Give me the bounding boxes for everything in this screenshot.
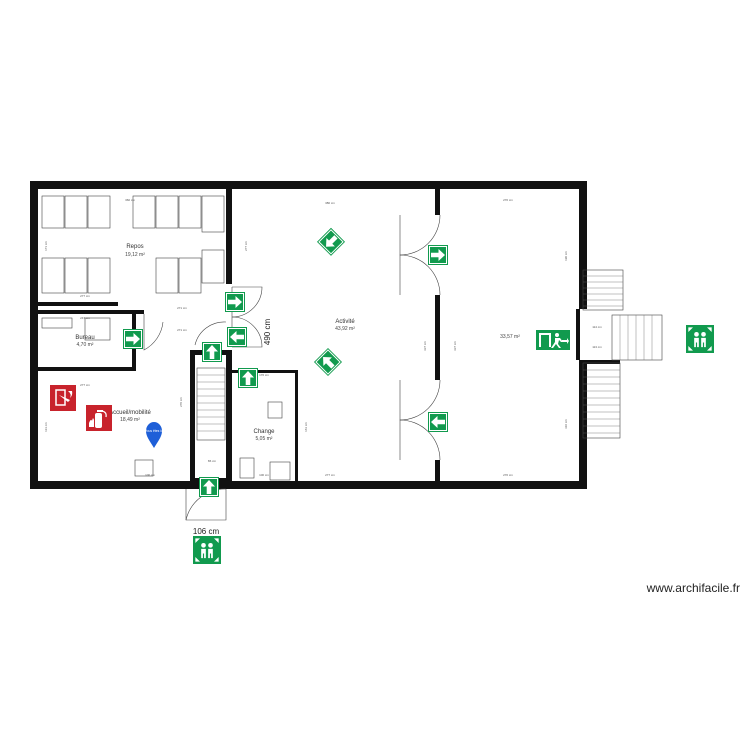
interior-stair — [196, 367, 226, 441]
dim-activite-right: 337 cm — [423, 341, 427, 351]
dim-ext-top: 114 cm — [592, 325, 602, 329]
dim-activite-left: 277 cm — [244, 241, 248, 251]
furniture — [41, 195, 291, 481]
room-area-bureau: 4,70 m² — [77, 342, 94, 348]
bureau-desk — [41, 317, 73, 329]
dim-accueil-top: 277 cm — [80, 383, 90, 387]
dim-repos-left: 171 cm — [44, 241, 48, 251]
dim-change-top: 176 cm — [259, 373, 269, 377]
emergency-exit-arrow-icon — [199, 477, 219, 497]
emergency-exit-person-icon — [536, 330, 570, 350]
fire-extinguisher-icon — [86, 405, 112, 431]
dim-repos-top: 360 cm — [125, 198, 135, 202]
dim-change-bottom: 100 cm — [259, 473, 269, 477]
dim-bureau-top: 247 cm — [80, 316, 90, 320]
dim-right-bottom: 270 cm — [503, 473, 513, 477]
dim-accueil-bottom-b: 100 cm — [145, 473, 155, 477]
credit-text: www.archifacile.fr — [646, 581, 740, 595]
room-area-accueil: 18,49 m² — [120, 417, 140, 423]
emergency-exit-arrow-icon — [316, 227, 346, 256]
dim-right-top: 270 cm — [503, 198, 513, 202]
beds-top — [41, 195, 225, 233]
dim-accueil-left: 113 cm — [44, 422, 48, 432]
room-area-right: 33,57 m² — [500, 334, 520, 340]
room-name-bureau: Bureau — [75, 335, 94, 341]
dim-repos-bottom: 277 cm — [80, 294, 90, 298]
assembly-point-icon — [686, 325, 714, 353]
room-name-accueil: Accueil/mobilité — [109, 410, 151, 416]
emergency-exit-arrow-icon — [238, 368, 258, 388]
room-name-activite: Activité — [335, 319, 355, 325]
stairs — [196, 269, 663, 441]
change-shower — [269, 461, 291, 481]
emergency-exit-arrow-icon — [202, 342, 222, 362]
location-pin-label: Vous êtes ici — [144, 429, 163, 433]
room-name-change: Change — [253, 429, 275, 435]
dim-stair-side: 270 cm — [179, 397, 183, 407]
room-area-repos: 19,12 m² — [125, 252, 145, 258]
exterior-ramp — [611, 314, 663, 361]
room-name-repos: Repos — [126, 244, 143, 250]
dim-door-width: 106 cm — [193, 527, 220, 536]
dim-activite-bottom: 277 cm — [325, 473, 335, 477]
assembly-point-icon — [193, 536, 221, 564]
exterior-stair-top — [582, 269, 624, 311]
exterior-stair-bottom — [582, 362, 621, 439]
room-area-activite: 43,92 m² — [335, 326, 355, 332]
fire-alarm-icon — [50, 385, 76, 411]
beds-bottom — [41, 249, 225, 294]
room-labels: Repos 19,12 m² Bureau 4,70 m² Accueil/mo… — [75, 244, 520, 442]
dim-activite-top: 380 cm — [325, 201, 335, 205]
room-area-change: 5,05 m² — [256, 436, 273, 442]
dim-accueil-bottom-a: 86 cm — [208, 459, 217, 463]
accueil-chair — [134, 459, 154, 477]
emergency-exit-arrow-icon — [428, 412, 448, 432]
dim-right-right-bottom: 310 cm — [564, 419, 568, 429]
walls — [30, 181, 620, 489]
dimensions: 360 cm 380 cm 270 cm 277 cm 271 cm 271 c… — [44, 198, 602, 536]
change-sink — [267, 401, 283, 419]
dim-ext-bottom: 113 cm — [592, 345, 602, 349]
emergency-exit-arrow-icon — [428, 245, 448, 265]
doors — [143, 214, 441, 521]
location-pin-icon: Vous êtes ici — [144, 422, 164, 448]
emergency-exit-arrow-icon — [225, 292, 245, 312]
emergency-exit-arrow-icon — [227, 327, 247, 347]
emergency-exit-arrow-icon — [313, 347, 343, 377]
dim-corridor-top: 271 cm — [177, 306, 187, 310]
dim-right-right-top: 190 cm — [564, 251, 568, 261]
dim-corridor-bottom: 271 cm — [177, 328, 187, 332]
emergency-exit-arrow-icon — [123, 329, 143, 349]
bureau-table — [84, 317, 111, 341]
dim-change-right: 161 cm — [304, 422, 308, 432]
dim-right-left: 337 cm — [453, 341, 457, 351]
wc — [239, 457, 255, 479]
dim-wall-height: 490 cm — [263, 319, 272, 346]
safety-signs: Vous êtes ici — [50, 227, 714, 564]
